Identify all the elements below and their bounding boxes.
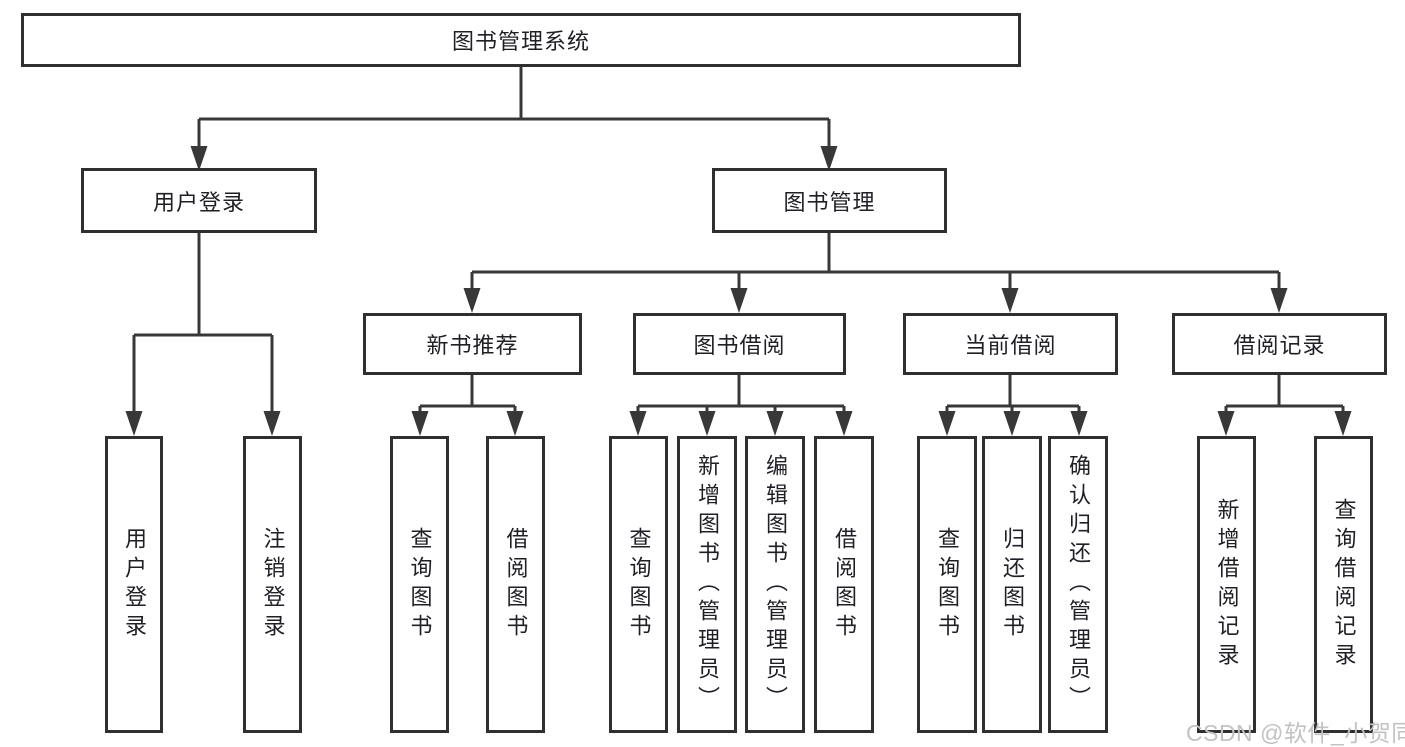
leaf-return-books: 归还图书 <box>982 436 1042 733</box>
leaf-borrowing-query-books-label: 查询图书 <box>626 526 652 643</box>
leaf-borrowing-borrow-books: 借阅图书 <box>814 436 874 733</box>
leaf-newbook-borrow-books: 借阅图书 <box>486 436 545 733</box>
leaf-current-query-books: 查询图书 <box>917 436 977 733</box>
connector-records-to-leaves <box>1217 375 1352 436</box>
leaf-borrowing-query-books: 查询图书 <box>609 436 668 733</box>
connector-root-to-level2 <box>190 67 838 171</box>
leaf-add-borrow-record: 新增借阅记录 <box>1197 436 1256 733</box>
connector-bookmgmt-to-level3 <box>463 233 1288 313</box>
leaf-newbook-query-books-label: 查询图书 <box>407 526 433 643</box>
leaf-edit-books-admin-label: 编辑图书（管理员） <box>763 454 788 715</box>
leaf-borrowing-borrow-books-label: 借阅图书 <box>832 526 857 643</box>
leaf-query-borrow-record: 查询借阅记录 <box>1314 436 1373 733</box>
leaf-newbook-query-books: 查询图书 <box>390 436 449 733</box>
node-borrowing-records: 借阅记录 <box>1172 313 1387 375</box>
connector-currentborrow-to-leaves <box>938 375 1088 436</box>
leaf-current-query-books-label: 查询图书 <box>935 526 960 643</box>
leaf-add-borrow-record-label: 新增借阅记录 <box>1214 497 1240 672</box>
connector-newbook-to-leaves <box>411 375 524 436</box>
node-book-management: 图书管理 <box>712 168 947 233</box>
leaf-edit-books-admin: 编辑图书（管理员） <box>745 436 805 733</box>
node-book-borrowing: 图书借阅 <box>633 313 846 375</box>
leaf-confirm-return-admin: 确认归还（管理员） <box>1048 436 1108 733</box>
node-library-management-system: 图书管理系统 <box>21 13 1021 67</box>
leaf-logout-label: 注销登录 <box>260 526 286 643</box>
leaf-add-books-admin-label: 新增图书（管理员） <box>695 454 720 715</box>
leaf-add-books-admin: 新增图书（管理员） <box>677 436 737 733</box>
leaf-user-login-label: 用户登录 <box>122 526 147 643</box>
leaf-newbook-borrow-books-label: 借阅图书 <box>503 526 529 643</box>
leaf-return-books-label: 归还图书 <box>1000 526 1025 643</box>
leaf-logout: 注销登录 <box>243 436 302 733</box>
csdn-watermark: CSDN @软件_小贺同学 <box>1186 720 1405 746</box>
node-user-login: 用户登录 <box>81 168 317 233</box>
leaf-user-login: 用户登录 <box>105 436 163 733</box>
node-current-borrowing: 当前借阅 <box>903 313 1118 375</box>
leaf-confirm-return-admin-label: 确认归还（管理员） <box>1066 454 1091 715</box>
connector-userlogin-to-leaves <box>125 233 281 436</box>
connector-bookborrow-to-leaves <box>629 375 853 436</box>
node-new-book-recommendation: 新书推荐 <box>363 313 582 375</box>
leaf-query-borrow-record-label: 查询借阅记录 <box>1331 497 1357 672</box>
